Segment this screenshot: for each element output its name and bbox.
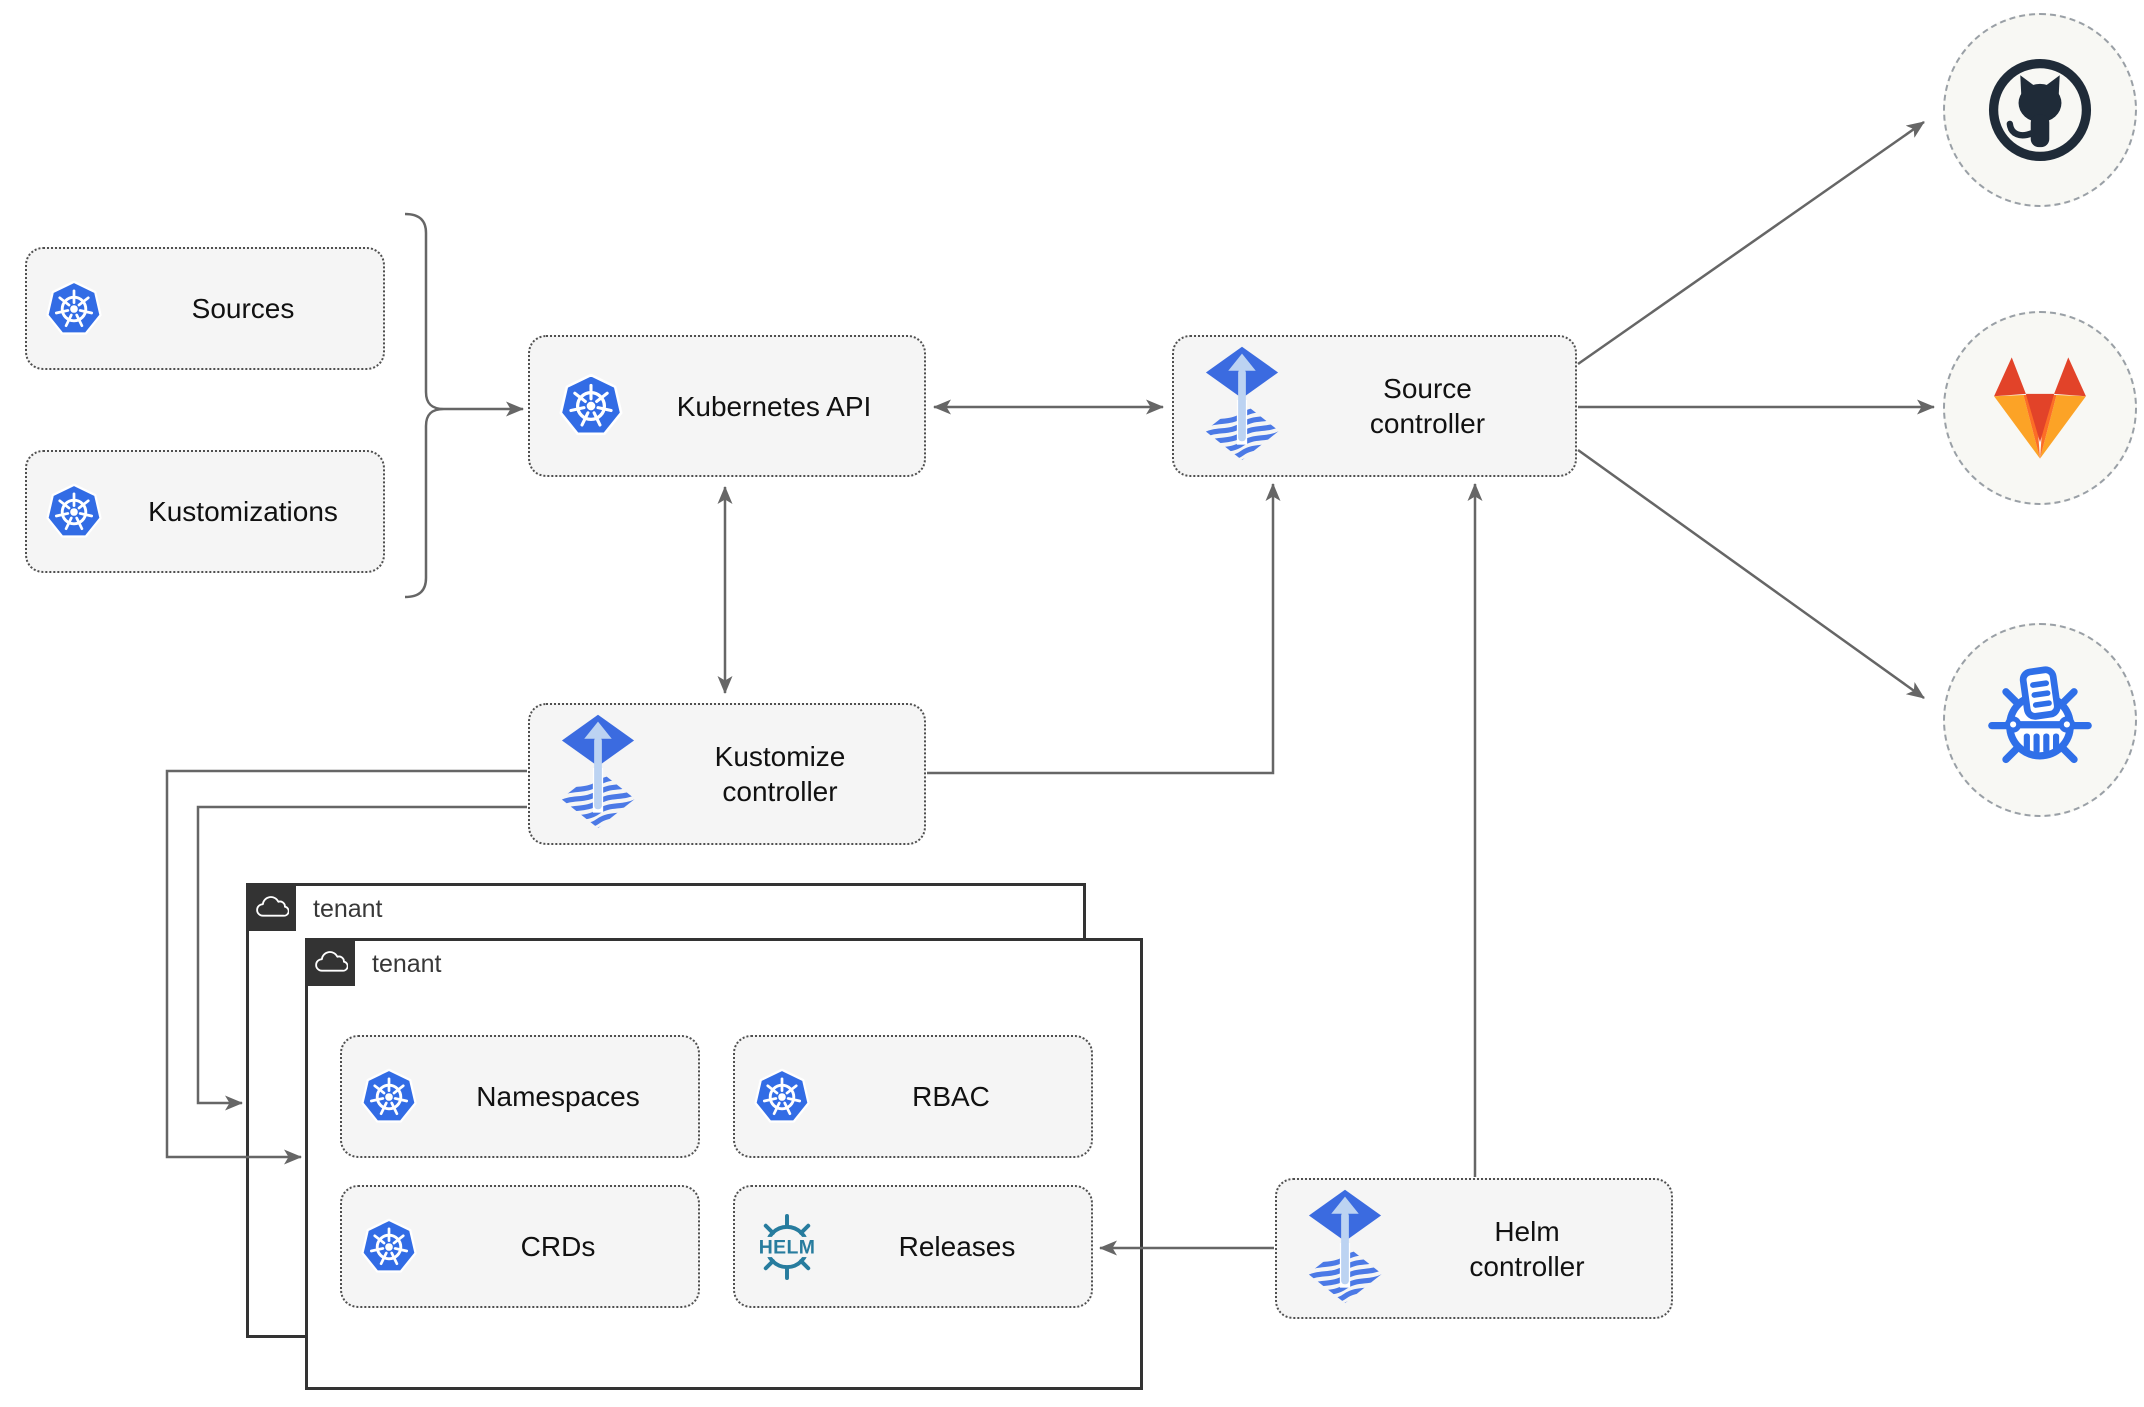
source-controller-label: Source controller [1280, 371, 1575, 441]
tenant-outer-label: tenant [313, 895, 383, 923]
kustomize-controller-box: Kustomize controller [528, 703, 926, 845]
github-circle [1943, 13, 2137, 207]
kubernetes-icon [360, 1217, 418, 1277]
crds-box: CRDs [340, 1185, 700, 1308]
kubernetes-icon [753, 1067, 811, 1127]
kustomizations-box: Kustomizations [25, 450, 385, 573]
edge-kustomize-controller-to-source-controller [927, 483, 1281, 775]
flux-icon [560, 713, 636, 835]
edge-source-controller-to-github [1577, 120, 1925, 366]
flux-icon [1307, 1188, 1383, 1310]
rbac-label: RBAC [912, 1081, 990, 1112]
tenant-inner-box: tenant [305, 938, 1143, 1390]
chartmuseum-circle [1943, 623, 2137, 817]
kustomizations-label: Kustomizations [148, 496, 338, 527]
bracket-sources-kustomizations [404, 212, 445, 599]
sources-box: Sources [25, 247, 385, 370]
kustomize-controller-text: Kustomize controller [714, 741, 846, 807]
kubernetes-icon [558, 372, 624, 440]
rbac-box: RBAC [733, 1035, 1093, 1158]
source-controller-text: Source controller [1369, 373, 1486, 439]
namespaces-label: Namespaces [476, 1081, 640, 1112]
releases-label: Releases [898, 1231, 1016, 1262]
cloud-icon [305, 938, 355, 986]
kubernetes-icon [45, 482, 103, 542]
kubernetes-icon [360, 1067, 418, 1127]
source-controller-box: Source controller [1172, 335, 1577, 477]
helm-controller-text: Helm controller [1469, 1215, 1585, 1282]
gitlab-icon [1981, 355, 2099, 461]
crds-label: CRDs [520, 1231, 596, 1262]
helm-controller-box: Helm controller [1275, 1178, 1673, 1319]
edge-source-controller-to-chartmuseum [1577, 448, 1925, 700]
github-icon [1982, 52, 2098, 168]
helm-controller-label: Helm controller [1383, 1214, 1671, 1284]
gitlab-circle [1943, 311, 2137, 505]
helm-icon: HELM [751, 1211, 823, 1283]
kustomize-controller-label: Kustomize controller [636, 739, 924, 809]
sources-label: Sources [191, 293, 295, 324]
flux-icon [1204, 345, 1280, 467]
kubernetes-icon [45, 279, 103, 339]
cloud-icon [246, 883, 296, 931]
helm-icon-text: HELM [759, 1236, 816, 1258]
releases-box: HELM Releases [733, 1185, 1093, 1308]
kubernetes-api-box: Kubernetes API [528, 335, 926, 477]
tenant-inner-label: tenant [372, 950, 442, 978]
chartmuseum-icon [1984, 664, 2096, 776]
kubernetes-api-label: Kubernetes API [676, 390, 872, 422]
namespaces-box: Namespaces [340, 1035, 700, 1158]
